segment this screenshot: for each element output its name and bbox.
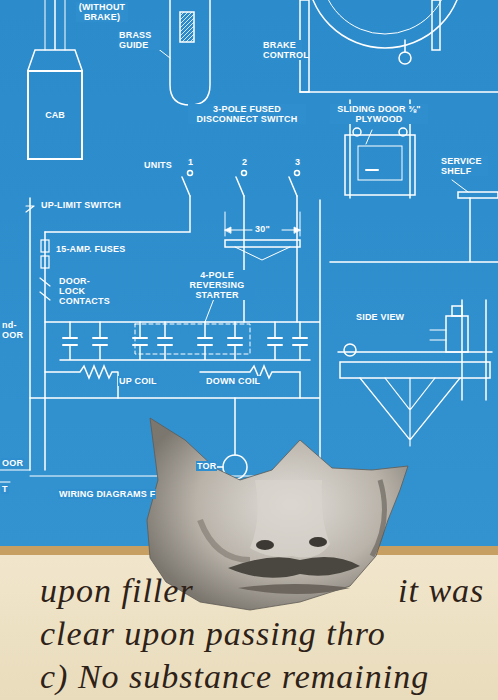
blueprint-label: BRASS GUIDE <box>118 30 160 50</box>
blueprint-label: T <box>1 484 9 494</box>
blueprint-label: UNITS <box>143 160 173 170</box>
node-label: CAB <box>45 110 65 120</box>
handwritten-line: it was <box>398 574 484 608</box>
blueprint-label: OOR <box>1 458 24 468</box>
blueprint-label: 3 <box>294 157 301 167</box>
blueprint-label: WIRING DIAGRAMS F <box>58 489 156 499</box>
handwritten-line: upon filler <box>40 574 194 608</box>
blueprint-label: 3-POLE FUSED DISCONNECT SWITCH <box>188 104 306 124</box>
blueprint-label: 4-POLE REVERSING STARTER <box>180 270 254 300</box>
blueprint-label: nd- OOR <box>1 320 21 340</box>
blueprint-label: UP-LIMIT SWITCH <box>40 200 122 210</box>
handwritten-line: c) No substance remaining <box>40 660 429 694</box>
blueprint-label: BRAKE CONTROL <box>262 40 302 60</box>
blueprint-label: 1 <box>187 157 194 167</box>
blueprint-label: DOOR-LOCK CONTACTS <box>58 276 116 306</box>
blueprint-label: 30" <box>254 224 271 234</box>
blueprint-label: 2 <box>241 157 248 167</box>
handwritten-line: clear upon passing thro <box>40 617 386 651</box>
blueprint-label: (WITHOUT BRAKE) <box>76 2 128 22</box>
blueprint-label: DOWN COIL <box>205 376 261 386</box>
blueprint-ground <box>0 0 498 550</box>
cab-box: CAB <box>27 70 83 160</box>
blueprint-label: SIDE VIEW <box>355 312 405 322</box>
blueprint-label: 15-AMP. FUSES <box>55 244 126 254</box>
blueprint-label: UP COIL <box>118 376 158 386</box>
blueprint-label: SERVICE SHELF <box>440 156 488 176</box>
blueprint-lines <box>0 0 498 482</box>
blueprint-label: TOR <box>196 461 217 471</box>
blueprint-label: SLIDING DOOR ⅜" PLYWOOD <box>330 104 428 124</box>
